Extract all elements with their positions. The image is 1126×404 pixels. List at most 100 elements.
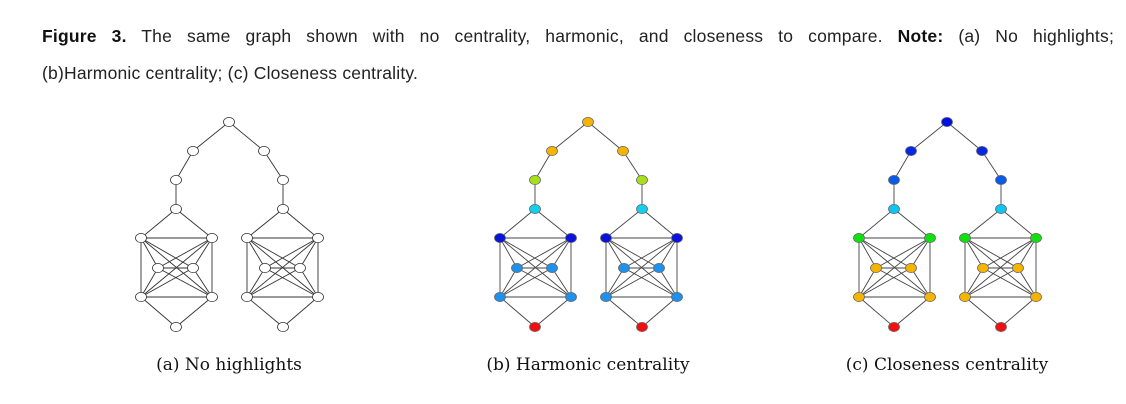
graph-edge <box>605 237 625 269</box>
graph-node-inner <box>294 262 306 273</box>
graph-node-path2 <box>170 174 182 185</box>
graph-edge <box>192 121 230 152</box>
graph-node-upper <box>959 232 971 243</box>
graph-edge <box>623 267 678 298</box>
graph-edge <box>299 267 319 298</box>
graph-edge <box>893 150 912 181</box>
graph-edge <box>499 237 553 269</box>
graph-edge <box>246 267 266 298</box>
graph-edge <box>246 237 319 298</box>
graph-node-path1 <box>258 145 270 156</box>
graph-node-upper <box>924 232 936 243</box>
graph-edge <box>875 237 931 269</box>
graph-edge <box>964 267 984 298</box>
graph-node-path1 <box>617 145 629 156</box>
graph-edge <box>551 267 572 298</box>
graph-edge <box>157 237 213 269</box>
graph-edge <box>499 267 553 298</box>
graph-edge <box>534 150 553 181</box>
figure-caption-line-1: Figure 3. The same graph shown with no c… <box>42 26 1114 47</box>
graph-edge <box>623 237 678 269</box>
graph-node-bottom <box>529 321 541 332</box>
graph-edge <box>246 267 301 298</box>
graph-edge <box>622 150 643 181</box>
graph-edge <box>140 267 159 298</box>
graph-panel-b <box>494 117 683 332</box>
graph-node-inner <box>152 262 164 273</box>
graph-node-lower <box>241 291 253 302</box>
graph-edge <box>605 296 643 328</box>
graph-edge <box>263 150 284 181</box>
graph-node-lower <box>853 291 865 302</box>
graph-node-path2 <box>636 174 648 185</box>
graph-node-inner <box>653 262 665 273</box>
graph-node-bottom <box>888 321 900 332</box>
graph-edge <box>1000 296 1037 328</box>
graph-edge <box>551 237 572 269</box>
graph-edge <box>282 208 319 239</box>
graph-node-top <box>941 117 953 128</box>
graph-node-path1 <box>546 145 558 156</box>
graph-edge <box>964 208 1002 239</box>
graph-edge <box>605 237 678 298</box>
graph-edge <box>516 267 572 298</box>
graph-node-upper <box>671 232 683 243</box>
graph-node-inner <box>259 262 271 273</box>
graph-edge <box>140 267 194 298</box>
graph-edge <box>910 237 931 269</box>
graph-node-bottom <box>277 321 289 332</box>
graph-edge <box>910 267 931 298</box>
graph-edge <box>246 237 301 269</box>
graph-node-upper <box>135 232 147 243</box>
graph-edge <box>641 296 678 328</box>
graph-edge <box>246 296 284 328</box>
graph-edge <box>157 267 213 298</box>
graph-edge <box>140 237 159 269</box>
graph-edge <box>192 237 213 269</box>
figure-caption-line-2: (b)Harmonic centrality; (c) Closeness ce… <box>42 63 419 83</box>
note-label: Note: <box>897 26 944 46</box>
graph-edge <box>1000 208 1037 239</box>
graph-edge <box>499 296 536 328</box>
graph-panel-a <box>135 117 324 332</box>
subfigure-label-a: (a) No highlights <box>156 355 302 375</box>
graph-edge <box>1017 267 1037 298</box>
graph-edge <box>140 237 194 269</box>
graph-edge <box>858 237 931 298</box>
graph-node-inner <box>511 262 523 273</box>
graph-edge <box>282 296 319 328</box>
graph-edge <box>982 267 1037 298</box>
graph-edge <box>910 121 948 152</box>
graph-edge <box>175 208 213 239</box>
graph-edge <box>192 267 213 298</box>
graph-node-lower <box>959 291 971 302</box>
graph-edge <box>516 237 572 269</box>
graph-edge <box>893 208 931 239</box>
graph-edge <box>858 237 877 269</box>
graph-node-path1 <box>905 145 917 156</box>
graph-node-top <box>223 117 235 128</box>
graph-node-hub <box>995 203 1007 214</box>
graph-node-bottom <box>636 321 648 332</box>
graph-edge <box>858 208 895 239</box>
graph-edge <box>964 237 1037 298</box>
graph-node-hub <box>170 203 182 214</box>
graph-edge <box>140 208 177 239</box>
graph-node-path2 <box>995 174 1007 185</box>
graph-node-lower <box>206 291 218 302</box>
graph-edge <box>605 237 660 269</box>
graph-edge <box>658 237 678 269</box>
graph-node-upper <box>853 232 865 243</box>
graph-edge <box>499 237 518 269</box>
graph-node-path1 <box>187 145 199 156</box>
graph-node-hub <box>277 203 289 214</box>
graph-edge <box>964 267 1019 298</box>
graph-edge <box>175 150 194 181</box>
graph-edge <box>964 296 1002 328</box>
graph-node-lower <box>135 291 147 302</box>
graph-edge <box>875 267 931 298</box>
graph-node-lower <box>1030 291 1042 302</box>
graph-edge <box>551 121 589 152</box>
graph-edge <box>982 237 1037 269</box>
